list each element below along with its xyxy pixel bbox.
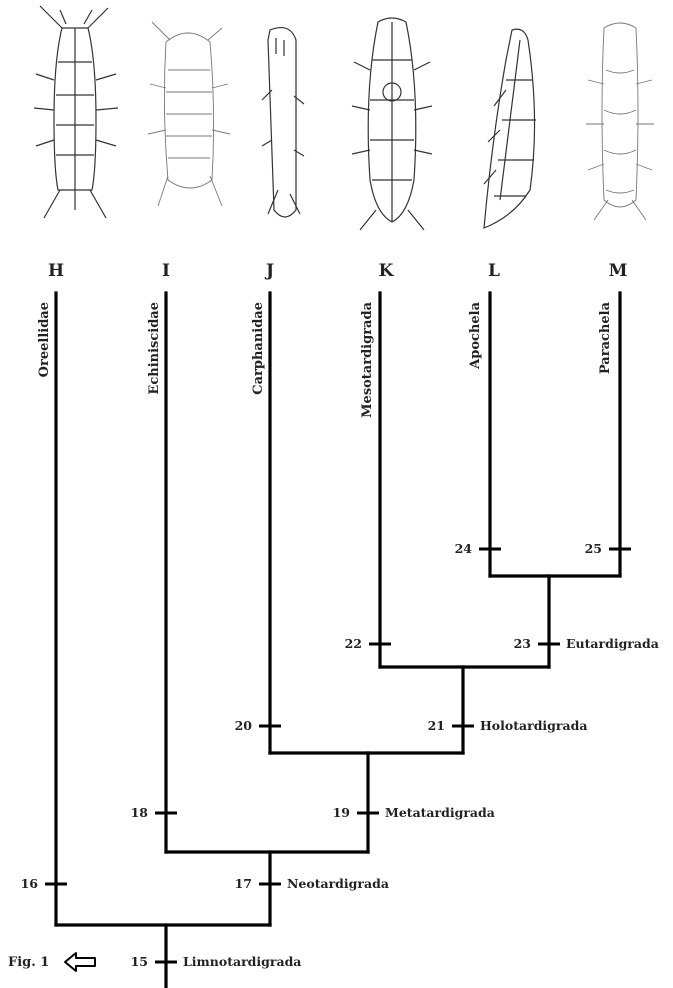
node-number-19: 19 [333, 805, 350, 820]
taxon-mesotardigrada: Mesotardigrada [360, 301, 375, 417]
node-number-22: 22 [345, 636, 362, 651]
tardigrade-oreellid-icon [34, 6, 118, 218]
node-number-23: 23 [514, 636, 531, 651]
node-number-18: 18 [131, 805, 149, 820]
tip-letter-j: J [264, 261, 274, 281]
tardigrade-parachelan-icon [586, 23, 654, 220]
clade-holotardigrada: Holotardigrada [480, 718, 587, 733]
tip-letter-i: I [162, 261, 170, 281]
tardigrade-echiniscid-icon [148, 22, 230, 206]
node-number-25: 25 [585, 541, 602, 556]
tardigrade-apochelan-icon [484, 29, 536, 228]
clade-limnotardigrada: Limnotardigrada [183, 954, 301, 969]
tip-letter-k: K [379, 261, 395, 281]
taxon-oreellidae: Oreellidae [37, 302, 52, 377]
tip-letter-h: H [48, 261, 64, 281]
taxon-echiniscidae: Echiniscidae [147, 302, 162, 395]
figure-label: Fig. 1 [8, 955, 49, 970]
taxon-parachela: Parachela [598, 301, 613, 374]
taxon-carphanidae: Carphanidae [251, 302, 266, 395]
tip-letter-l: L [488, 261, 500, 281]
clade-neotardigrada: Neotardigrada [287, 876, 389, 891]
node-number-16: 16 [21, 876, 39, 891]
tip-letter-m: M [609, 261, 628, 281]
clade-eutardigrada: Eutardigrada [566, 636, 659, 651]
node-number-20: 20 [235, 718, 253, 733]
tardigrade-carphanid-icon [262, 28, 304, 217]
taxon-apochela: Apochela [468, 301, 483, 369]
left-arrow-icon [65, 953, 95, 971]
node-number-17: 17 [235, 876, 252, 891]
node-number-24: 24 [455, 541, 473, 556]
node-number-15: 15 [131, 954, 148, 969]
node-ticks [45, 549, 631, 962]
clade-metatardigrada: Metatardigrada [385, 805, 495, 820]
node-number-21: 21 [428, 718, 445, 733]
tardigrade-mesotardigrade-icon [352, 18, 432, 230]
